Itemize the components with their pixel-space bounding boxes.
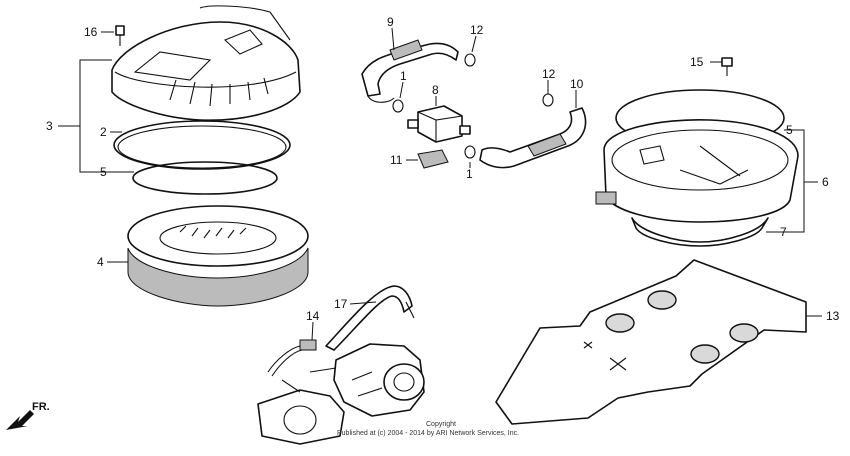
callout-1-lower: 1 [466, 167, 473, 181]
part-15-screw[interactable] [721, 57, 733, 76]
callout-labels: 16 3 2 5 4 9 12 1 8 11 1 12 10 15 5 6 7 … [46, 15, 840, 323]
part-7-base-plate[interactable] [631, 217, 769, 247]
part-6-air-cleaner-case[interactable] [595, 118, 799, 223]
direction-label: FR. [32, 401, 50, 413]
callout-12-right: 12 [542, 67, 556, 81]
part-14-hose-joint[interactable] [267, 339, 317, 377]
callout-7: 7 [780, 225, 787, 239]
callout-10: 10 [570, 77, 584, 91]
callout-16: 16 [84, 25, 98, 39]
part-4-air-filter-element[interactable] [127, 205, 309, 307]
part-8-check-valve[interactable] [407, 105, 471, 143]
callout-9: 9 [387, 15, 394, 29]
part-12-clip-right[interactable] [542, 93, 554, 107]
callout-12-top: 12 [470, 23, 484, 37]
front-direction-arrow: FR. [6, 401, 50, 430]
callout-17: 17 [334, 297, 348, 311]
copyright-line-2: Published at (c) 2004 - 2014 by ARI Netw… [337, 430, 519, 437]
callout-6: 6 [822, 175, 829, 189]
callout-3: 3 [46, 119, 53, 133]
part-13-gasket-plate[interactable] [495, 259, 807, 425]
copyright-notice: Copyright Published at (c) 2004 - 2014 b… [337, 421, 519, 437]
callout-11: 11 [390, 153, 403, 167]
leader-lines [58, 27, 822, 341]
part-1-clip-upper[interactable] [392, 99, 404, 113]
part-17-fuel-hose[interactable] [325, 285, 415, 351]
callout-1-upper: 1 [400, 69, 407, 83]
part-2-seal-ring[interactable] [113, 120, 291, 170]
part-16-bolt[interactable] [115, 25, 125, 46]
callout-2: 2 [100, 125, 107, 139]
part-3-air-cleaner-cover[interactable] [111, 5, 301, 121]
part-5-gasket-left[interactable] [132, 161, 278, 195]
callout-5-left: 5 [100, 165, 107, 179]
part-1-clip-lower[interactable] [464, 145, 476, 159]
arrow-icon [6, 410, 34, 430]
copyright-line-1: Copyright [426, 421, 456, 428]
callout-8: 8 [432, 83, 439, 97]
part-11-seal-pad[interactable] [417, 149, 449, 169]
carburetor-assembly [257, 343, 425, 445]
callout-13: 13 [826, 309, 840, 323]
part-10-breather-hose[interactable] [479, 107, 587, 169]
callout-4: 4 [97, 255, 104, 269]
part-12-clip-top[interactable] [464, 53, 476, 67]
part-9-breather-hose[interactable] [361, 39, 459, 103]
callout-14: 14 [306, 309, 320, 323]
callout-15: 15 [690, 55, 704, 69]
callout-5-right: 5 [786, 123, 793, 137]
